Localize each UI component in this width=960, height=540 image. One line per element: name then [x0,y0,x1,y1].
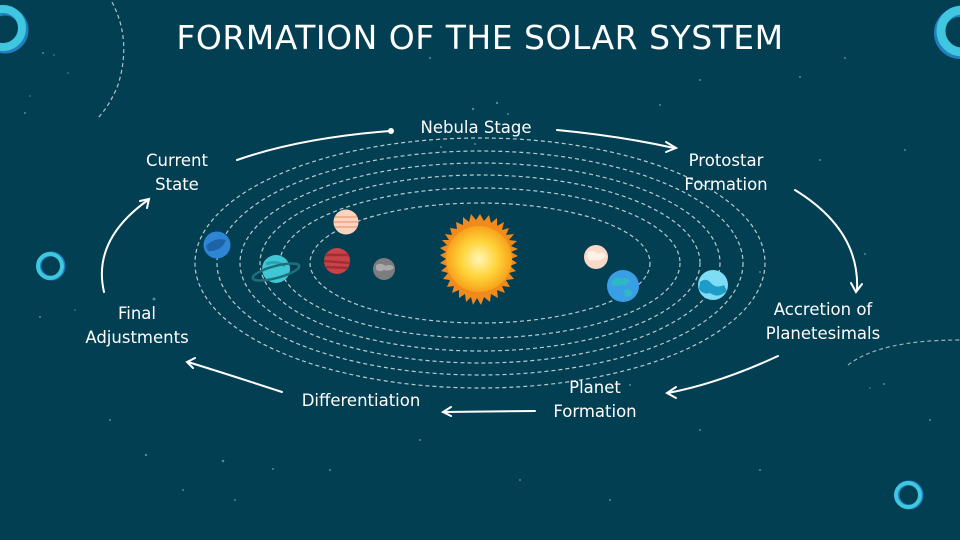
stage-protostar-line2: Formation [684,175,768,194]
stage-final-line2: Adjustments [85,328,189,347]
arrow-accretion-to-planet [667,355,779,394]
page-title: FORMATION OF THE SOLAR SYSTEM [176,18,784,57]
ring-icon-bottomright [894,480,924,510]
stage-differentiation-label: Differentiation [302,389,421,413]
sun-icon [440,214,518,305]
stage-current-label: Current State [146,149,208,197]
stage-nebula-text: Nebula Stage [420,118,532,137]
ring-icon-topleft [0,5,29,54]
uranus-icon [698,270,728,300]
orbits [194,137,766,389]
stage-current-line1: Current [146,151,208,170]
stage-planet-formation-label: Planet Formation [553,376,636,424]
stage-final-line1: Final [117,304,157,323]
saturn-icon [251,255,301,283]
stars [24,29,931,501]
stage-differentiation-text: Differentiation [301,391,421,410]
venus-icon [584,245,608,269]
decorative-dashed-arc-right [847,339,960,366]
stage-accretion-line2: Planetesimals [765,324,881,343]
jupiter-icon [333,209,359,235]
stage-accretion-line1: Accretion of [773,300,873,319]
decorative-dashed-arc-topleft [97,1,125,119]
mercury-icon [373,258,395,280]
ring-icon-topright [934,5,960,59]
stage-planet-formation-line2: Formation [553,402,637,421]
arrow-protostar-to-accretion [794,189,859,291]
ring-icon-left [36,251,66,281]
earth-icon [607,270,639,302]
stage-current-line2: State [155,175,199,194]
neptune-icon [203,231,231,259]
stage-accretion-label: Accretion of Planetesimals [766,298,880,346]
arrow-nebula-to-protostar [556,129,675,149]
stage-protostar-label: Protostar Formation [684,149,767,197]
stage-final-label: Final Adjustments [85,302,188,350]
mars-icon [323,248,351,274]
arrow-final-to-current [100,199,149,293]
arrow-differentiation-to-final [187,361,283,393]
arrow-current-to-nebula [236,130,391,161]
stage-nebula-label: Nebula Stage [420,116,531,140]
cycle-arrows [100,128,863,417]
stage-protostar-line1: Protostar [688,151,764,170]
arrow-planet-to-differentiation [443,410,536,413]
stage-planet-formation-line1: Planet [569,378,621,397]
